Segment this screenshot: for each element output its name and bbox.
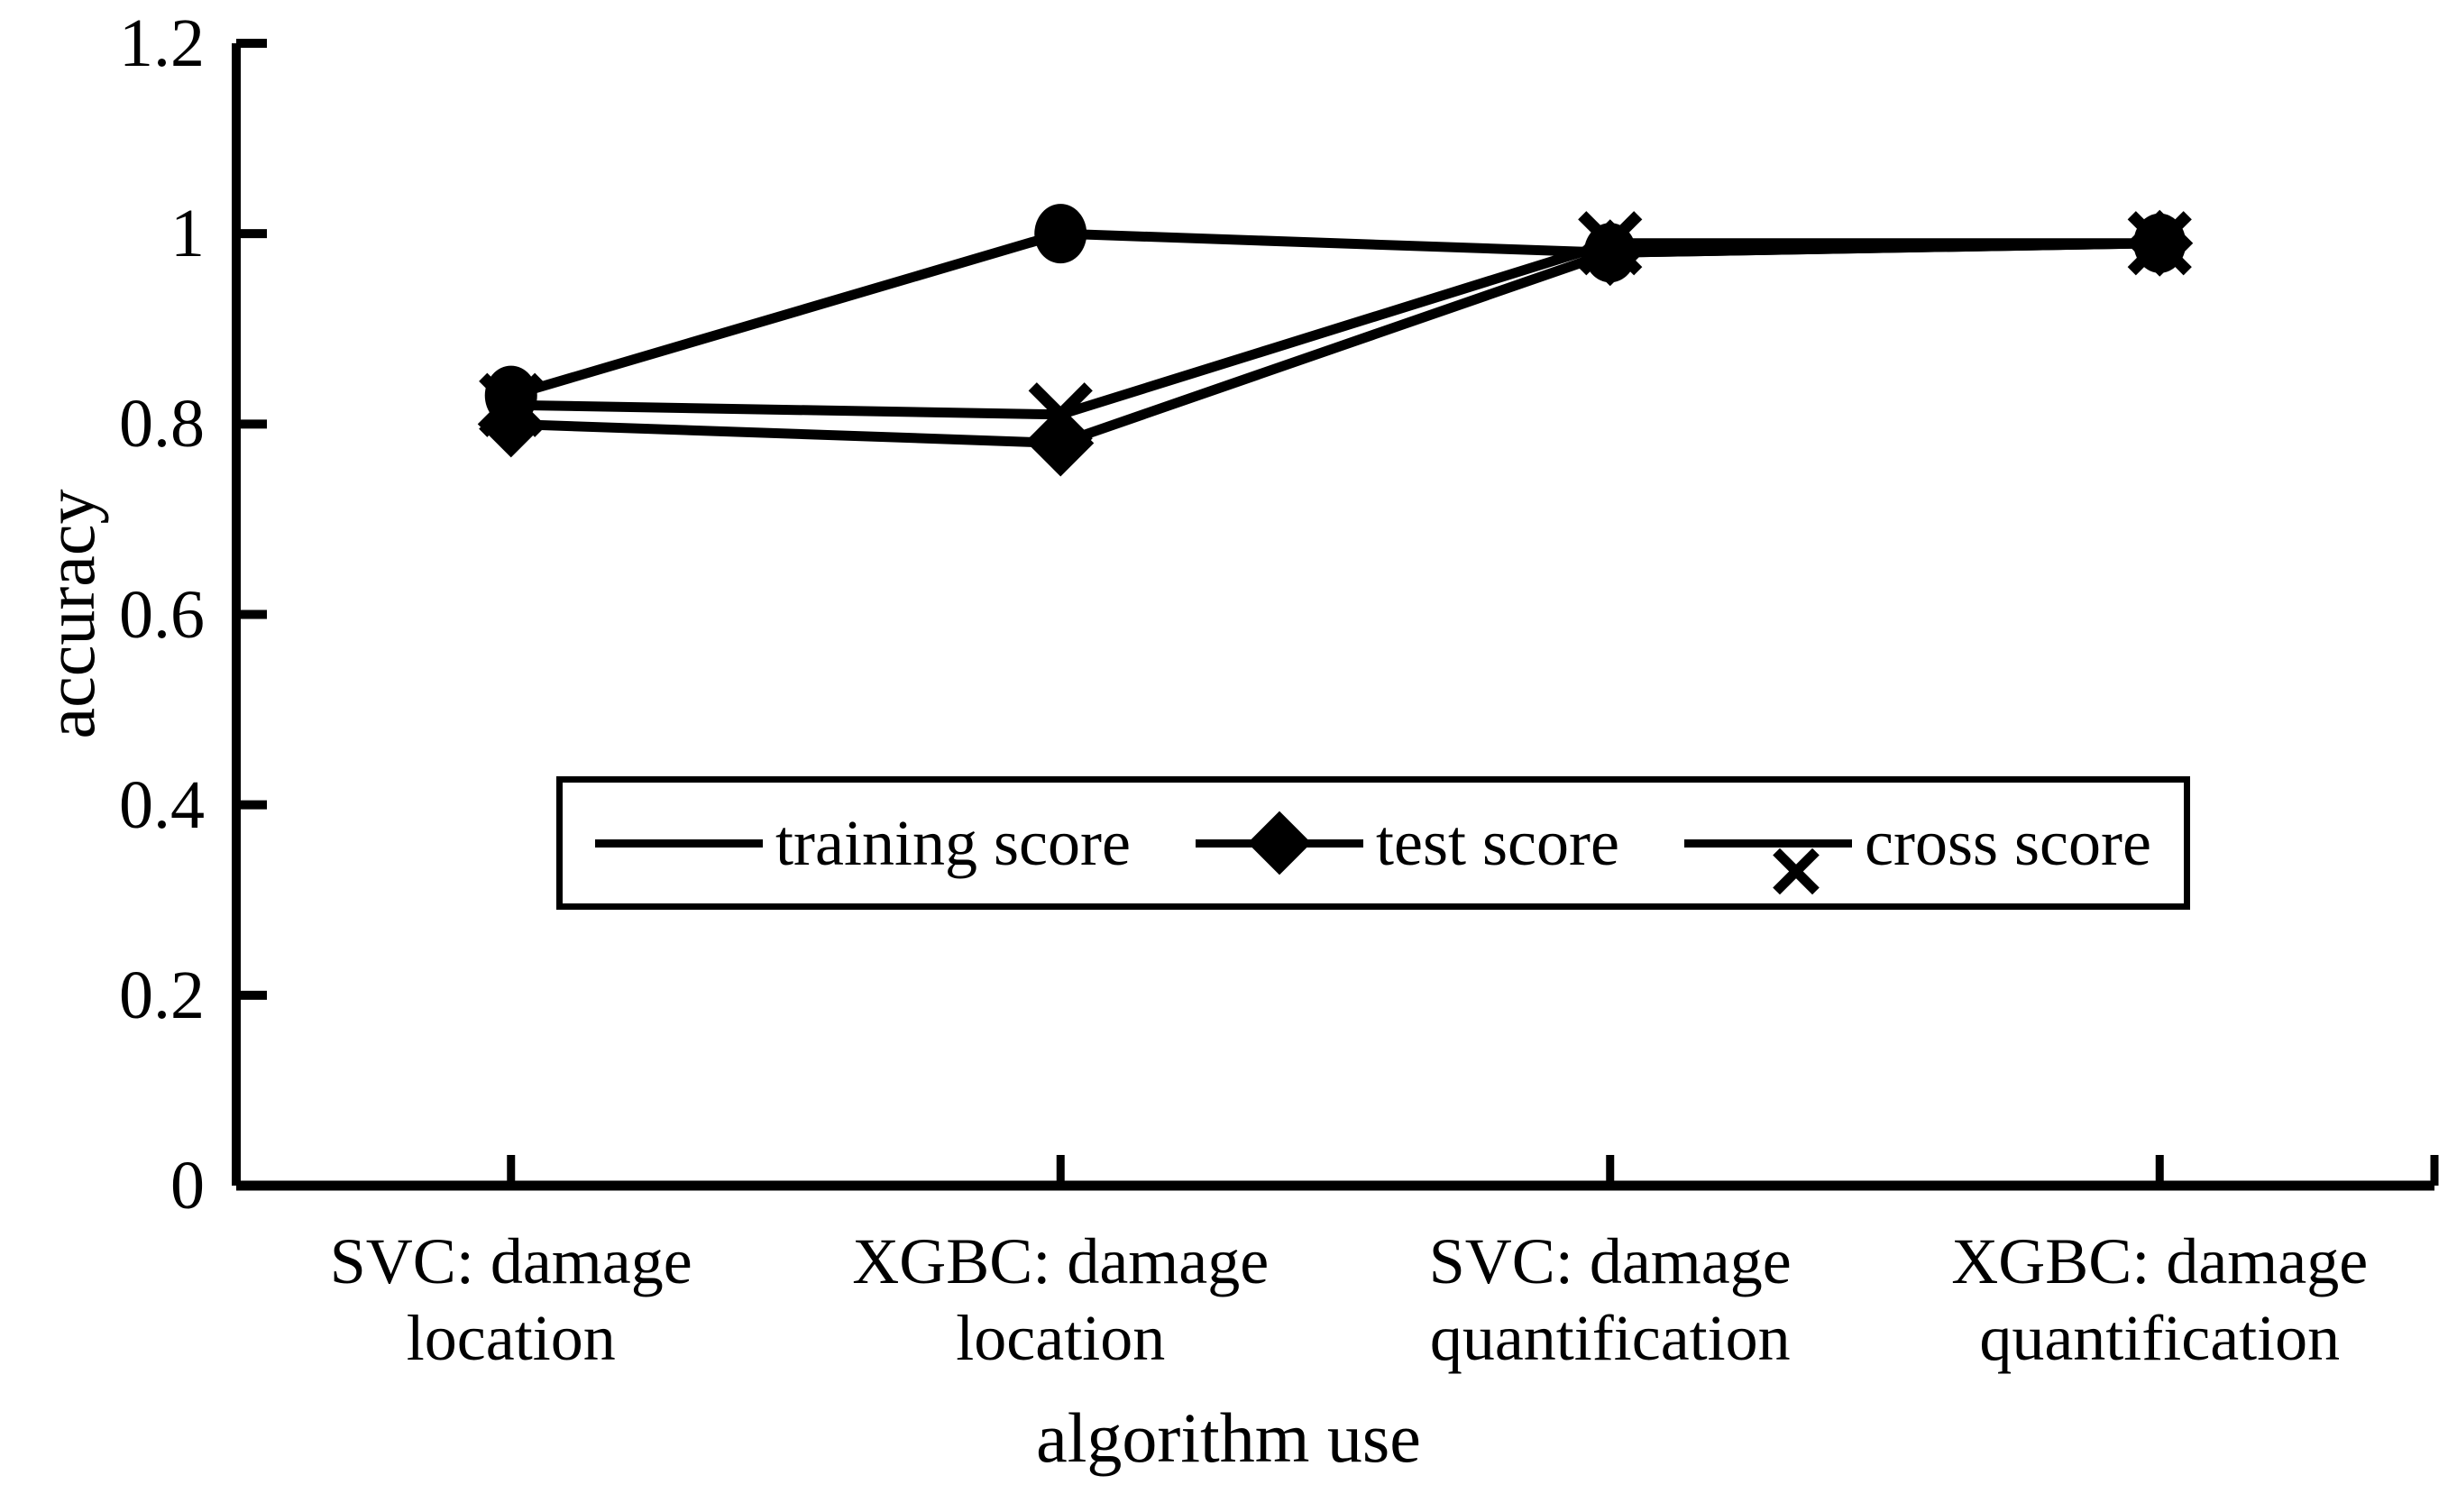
legend-swatch-test-score — [1196, 811, 1364, 875]
legend-swatch-cross-score — [1684, 816, 1853, 895]
y-axis-tick-label: 0.2 — [119, 957, 205, 1033]
data-point-cross-score-3[interactable] — [2127, 211, 2192, 276]
data-point-cross-score-0[interactable] — [479, 372, 544, 437]
data-point-test-score-0[interactable] — [477, 390, 545, 458]
y-axis-tick-label: 0.8 — [119, 386, 205, 463]
legend-item-cross-score[interactable]: cross score — [1684, 807, 2151, 895]
legend-line-icon — [1684, 839, 1853, 848]
legend-line-icon — [595, 839, 764, 848]
x-axis-tick-label: SVC: damage quantification — [1428, 1225, 1792, 1374]
x-axis-tick-label: XGBC: damage location — [852, 1225, 1270, 1374]
x-axis-tick-label: XGBC: damage quantification — [1951, 1225, 2369, 1374]
y-axis-tick-label: 0 — [170, 1148, 205, 1223]
data-point-cross-score-2[interactable] — [1578, 211, 1643, 276]
data-point-test-score-2[interactable] — [1576, 219, 1644, 287]
y-axis-tick-label: 1.2 — [119, 5, 205, 81]
legend-label-training-score: training score — [775, 807, 1131, 879]
data-point-training-score-1[interactable] — [1034, 204, 1087, 264]
x-axis-title: algorithm use — [1036, 1398, 1421, 1477]
legend-item-test-score[interactable]: test score — [1196, 811, 1619, 875]
data-point-cross-score-1[interactable] — [1028, 382, 1093, 447]
legend-label-cross-score: cross score — [1865, 807, 2151, 879]
chart-legend: training score test score cross score — [556, 776, 2190, 910]
legend-item-training-score[interactable]: training score — [595, 811, 1131, 875]
series-line-training-score — [509, 228, 2160, 400]
series-line-cross-score — [510, 238, 2160, 420]
legend-label-test-score: test score — [1376, 807, 1619, 879]
legend-swatch-training-score — [595, 816, 764, 870]
y-axis-tick-label: 1 — [170, 196, 205, 272]
y-axis-tick-label: 0.6 — [119, 576, 205, 653]
x-axis-tick-label: SVC: damage location — [329, 1225, 692, 1374]
diamond-marker-icon — [1247, 811, 1312, 875]
y-axis-tick-label: 0.4 — [119, 766, 205, 843]
